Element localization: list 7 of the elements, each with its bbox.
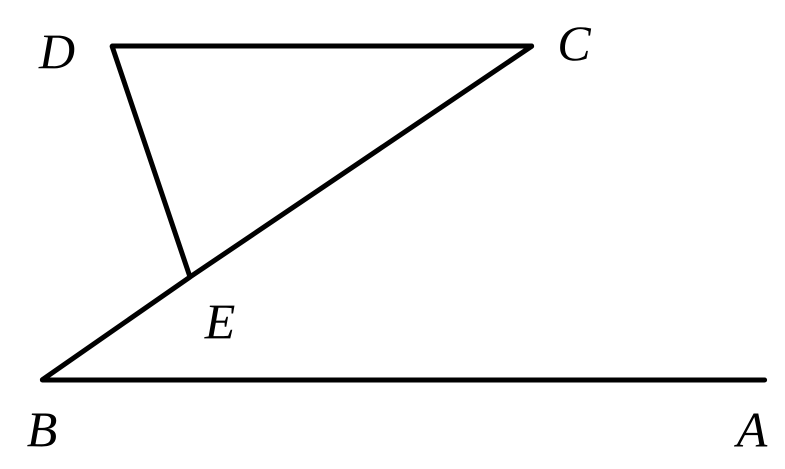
point-label: C [560, 27, 592, 61]
line-segment [40, 378, 768, 382]
point-label: D [38, 36, 74, 68]
point-label: B [27, 414, 56, 446]
line-segment [110, 44, 534, 48]
point-label: A [734, 414, 768, 446]
point-label: E [204, 306, 234, 338]
